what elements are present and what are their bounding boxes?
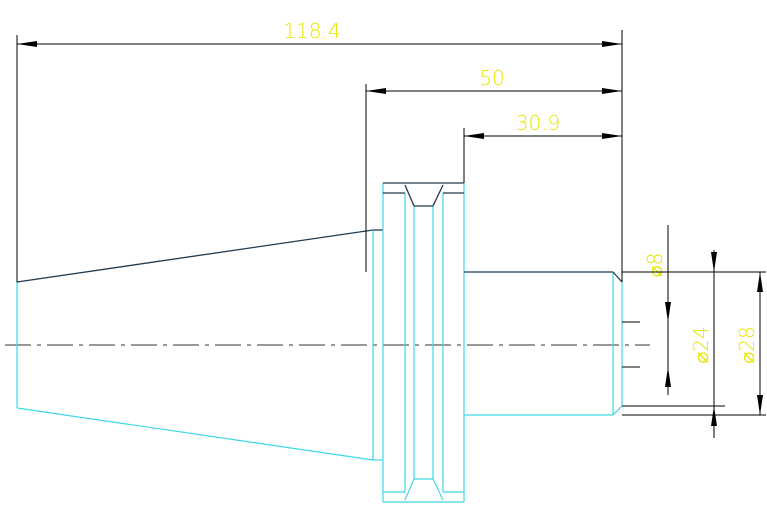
- dimension-label-dia-24: ⌀24: [689, 326, 713, 364]
- flange: [382, 182, 465, 503]
- shank: [464, 271, 640, 416]
- dimension-label-50: 50: [479, 66, 504, 90]
- dimension-label-overall: 118.4: [283, 19, 340, 43]
- dimension-dia-24: ⌀24: [622, 250, 725, 438]
- dimension-dia-28: ⌀28: [622, 271, 766, 416]
- dimension-label-dia-8: ⌀8: [643, 253, 667, 278]
- dimension-label-dia-28: ⌀28: [735, 326, 759, 364]
- dimension-30-9: 30.9: [463, 111, 622, 183]
- dimension-118-4: 118.4: [16, 19, 623, 282]
- taper-cone: [16, 229, 383, 461]
- dimension-50: 50: [365, 66, 622, 272]
- dimension-dia-8: ⌀8: [643, 225, 671, 395]
- dimension-label-30-9: 30.9: [516, 111, 561, 135]
